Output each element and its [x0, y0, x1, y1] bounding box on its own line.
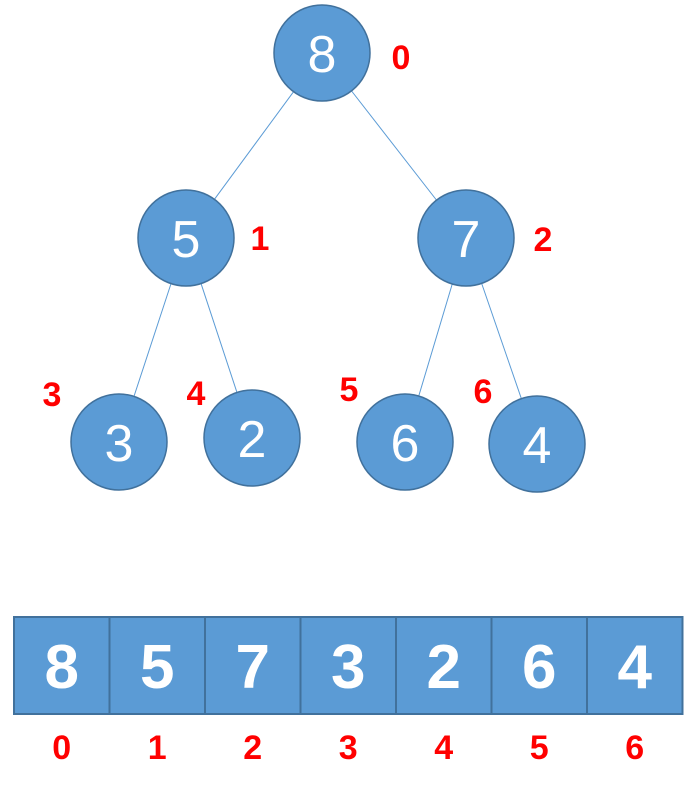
array-index-label: 5 — [530, 729, 549, 767]
array-index-label: 1 — [148, 729, 167, 767]
tree-node: 3 — [70, 393, 168, 491]
tree-node: 2 — [203, 389, 301, 487]
node-index-label: 4 — [187, 375, 206, 413]
tree-node: 6 — [356, 393, 454, 491]
array-index-label: 2 — [243, 729, 262, 767]
array-cell-box — [490, 616, 588, 715]
node-index-label: 3 — [43, 376, 62, 414]
node-value: 4 — [523, 417, 552, 475]
array-cell-box — [586, 616, 684, 715]
array-cell: 6 — [490, 616, 588, 715]
tree-node-indices: 0 1 2 3 4 5 6 — [43, 39, 553, 414]
tree-edges — [133, 90, 522, 399]
tree-node: 8 — [273, 4, 371, 102]
array-cell-box — [395, 616, 493, 715]
array-cell-box — [299, 616, 397, 715]
node-circle — [137, 189, 235, 287]
array-cell-value: 8 — [45, 633, 79, 702]
node-value: 3 — [105, 415, 134, 473]
tree-node: 4 — [488, 395, 586, 493]
array-index-label: 6 — [625, 729, 644, 767]
array-index-label: 0 — [52, 729, 71, 767]
node-value: 7 — [452, 211, 481, 269]
array-cell: 4 — [586, 616, 684, 715]
array-cell-value: 4 — [618, 633, 653, 702]
array-cell-box — [204, 616, 302, 715]
array-cell-value: 3 — [331, 633, 365, 702]
array-cell: 7 — [204, 616, 302, 715]
node-circle — [488, 395, 586, 493]
node-value: 5 — [172, 211, 201, 269]
edge-2-5 — [418, 283, 453, 397]
array-index-label: 4 — [434, 729, 453, 767]
tree-node: 5 — [137, 189, 235, 287]
array-cell-value: 5 — [140, 633, 174, 702]
edge-1-3 — [133, 283, 172, 397]
node-value: 6 — [391, 415, 420, 473]
array-index-label: 3 — [339, 729, 358, 767]
node-index-label: 6 — [474, 373, 493, 411]
array-cell-value: 2 — [427, 633, 461, 702]
tree-node: 7 — [417, 189, 515, 287]
edge-1-4 — [200, 283, 238, 393]
edge-2-6 — [481, 283, 522, 399]
node-circle — [417, 189, 515, 287]
array-cell-value: 7 — [236, 633, 270, 702]
array-indices: 0 1 2 3 4 5 6 — [52, 729, 644, 767]
edge-0-1 — [214, 91, 294, 200]
node-circle — [273, 4, 371, 102]
node-value: 2 — [238, 411, 267, 469]
array-cell: 5 — [108, 616, 206, 715]
node-circle — [70, 393, 168, 491]
node-index-label: 0 — [392, 39, 411, 77]
array-cell-box — [108, 616, 206, 715]
array-cell-box — [13, 616, 111, 715]
node-value: 8 — [308, 26, 337, 84]
node-index-label: 1 — [251, 220, 270, 258]
node-circle — [203, 389, 301, 487]
array-cell: 2 — [395, 616, 493, 715]
edge-0-2 — [351, 90, 437, 201]
array-cell: 3 — [299, 616, 397, 715]
array-cell-value: 6 — [522, 633, 556, 702]
node-index-label: 2 — [534, 221, 553, 259]
array-cell: 8 — [13, 616, 111, 715]
node-index-label: 5 — [340, 371, 359, 409]
node-circle — [356, 393, 454, 491]
